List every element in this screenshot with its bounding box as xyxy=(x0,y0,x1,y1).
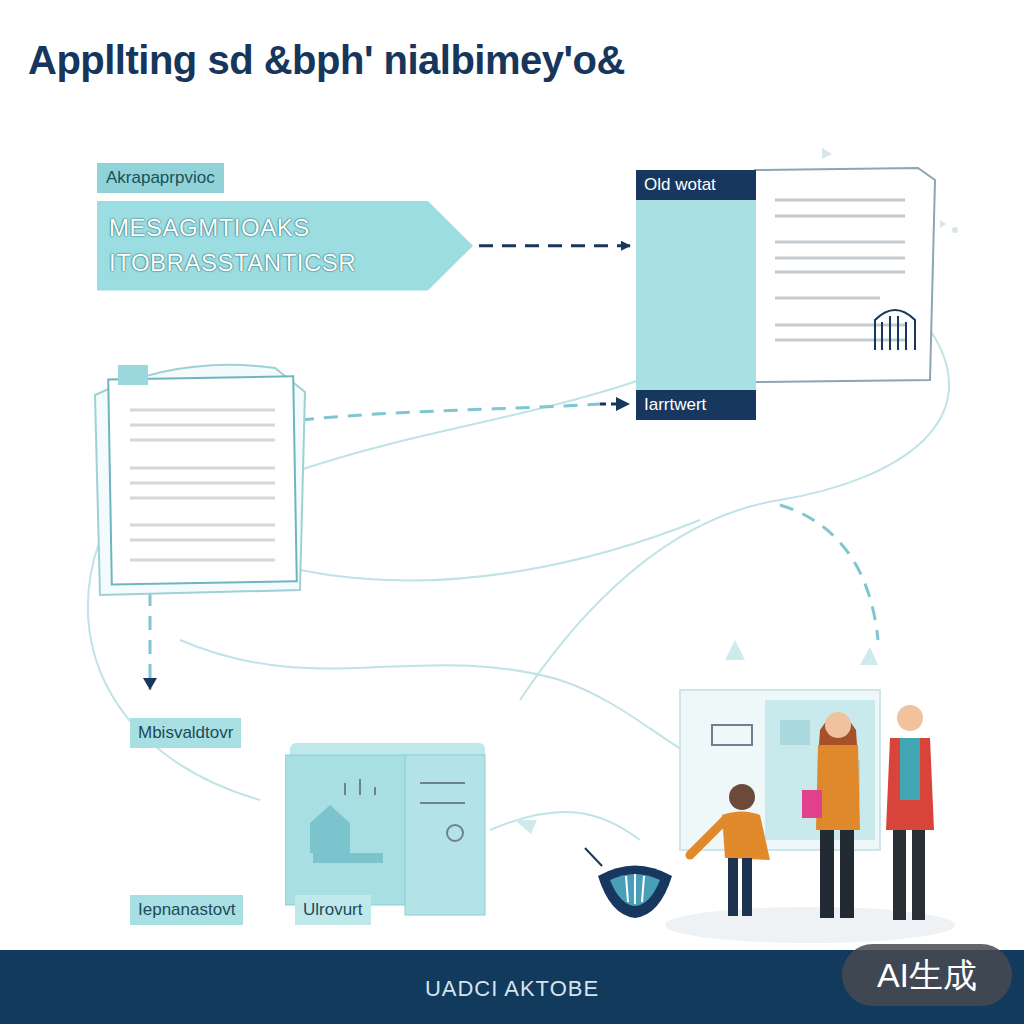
arrowhead xyxy=(143,678,157,690)
stack-text: Mbisvaldtovr xyxy=(130,718,241,748)
stack-text: Iepnanastovt xyxy=(130,895,243,925)
arrowhead xyxy=(860,647,878,665)
shield-icon xyxy=(585,848,672,918)
panel-text: Old wotat xyxy=(636,170,756,200)
document-stack xyxy=(95,365,305,595)
floor-shadow xyxy=(665,907,955,943)
chart-panel: MbisvaldtovrIepnanastovt Ulrovurt xyxy=(130,718,490,925)
arrow-band: AkrapaprpviocMESAGMTIOAKS ITOBRASSTANTIC… xyxy=(97,163,473,291)
panel-text: Iarrtwert xyxy=(636,390,756,420)
watermark: AI生成 xyxy=(842,944,1012,1006)
arrowhead xyxy=(725,640,745,660)
child-figure xyxy=(690,784,770,916)
band-text: MESAGMTIOAKS ITOBRASSTANTICSR xyxy=(97,201,473,291)
woman-figure xyxy=(802,712,860,918)
dashed-connector xyxy=(479,244,630,247)
document-sheet xyxy=(755,168,935,382)
band-text: Akrapaprpvioc xyxy=(97,163,224,193)
arrowhead xyxy=(616,397,630,411)
display-board xyxy=(680,690,880,850)
decor-marks xyxy=(822,148,958,233)
arrowhead xyxy=(515,820,537,834)
image-panel: Old wotatIarrtwert xyxy=(636,170,756,420)
stack-text: Ulrovurt xyxy=(295,895,371,925)
flow-curves xyxy=(88,330,949,840)
dashed-stub xyxy=(600,403,616,406)
man-figure xyxy=(886,705,934,920)
diagram-title: Appllting sd &bph' nialbimey'o& xyxy=(28,38,625,83)
